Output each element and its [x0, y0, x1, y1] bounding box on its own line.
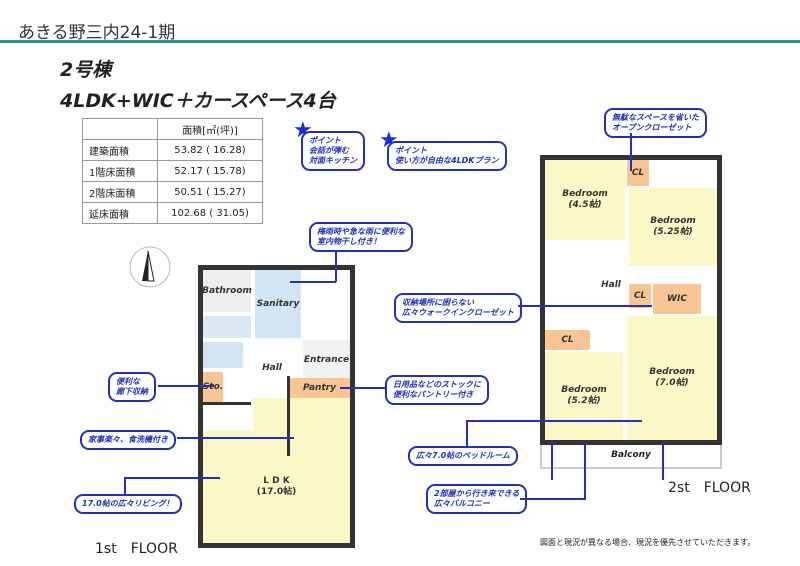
room-bedroom-7-0: Bedroom (7.0帖)	[627, 316, 717, 440]
floor1-plan: Bathroom Sanitary Entrance Hall Sto. Pan…	[198, 265, 355, 548]
callout-bedroom: 広々7.0帖のベッドルーム	[408, 446, 518, 466]
floor2-plan: Bedroom (4.5帖) CL Bedroom (5.25帖) Hall C…	[540, 155, 722, 445]
leader-line	[466, 420, 642, 422]
leader-line	[520, 498, 584, 500]
wall	[287, 376, 290, 456]
leader-line	[158, 385, 214, 387]
room-bedroom-5-2: Bedroom (5.2帖)	[545, 352, 623, 440]
row-value: 50.51 ( 15.27)	[157, 181, 263, 203]
leader-line	[584, 443, 586, 500]
row-label: 1階床面積	[82, 160, 158, 182]
leader-line	[551, 442, 553, 480]
callout-point-plan: ポイント 使い方が自由な4LDKプラン	[387, 141, 507, 171]
leader-line	[335, 250, 337, 282]
leader-line	[290, 281, 336, 283]
callout-point-kitchen: ポイント 会話が弾む 対面キッチン	[301, 131, 365, 171]
floor1-label: 1st FLOOR	[95, 541, 178, 557]
room-closet: CL	[627, 160, 649, 186]
room-toilet	[203, 342, 243, 368]
row-value: 52.17 ( 15.78)	[157, 160, 263, 182]
callout-drying: 梅雨時や急な雨に便利な 室内物干し付き！	[309, 222, 413, 252]
room-wic: WIC	[653, 284, 701, 314]
building-name: 2号棟	[60, 59, 112, 81]
row-value: 102.68 ( 31.05)	[157, 202, 263, 224]
north-compass-icon	[129, 246, 171, 288]
room-closet-2: CL	[629, 284, 651, 308]
leader-line	[340, 387, 386, 389]
room-bedroom-5-25: Bedroom (5.25帖)	[629, 188, 717, 266]
callout-balcony: 2部屋から行き来できる 広々バルコニー	[426, 484, 528, 514]
room-hall-2f: Hall	[599, 270, 623, 300]
floor2-label: 2st FLOOR	[668, 480, 751, 496]
room-bedroom-4-5: Bedroom (4.5帖)	[545, 160, 625, 240]
room-ldk: L D K (17.0帖)	[203, 430, 350, 543]
page-title: あきる野三内24-1期	[18, 23, 176, 43]
leader-line	[518, 305, 652, 307]
plan-summary: 4LDK+WIC＋カースペース4台	[60, 90, 336, 112]
room-kitchen	[253, 398, 350, 434]
callout-living: 17.0帖の広々リビング！	[74, 494, 182, 514]
callout-hall-storage: 便利な 廊下収納	[108, 372, 156, 402]
balcony: Balcony	[540, 445, 722, 469]
row-label: 延床面積	[82, 202, 158, 224]
disclaimer-note: 図面と現況が異なる場合、現況を優先させていただきます。	[540, 538, 756, 547]
room-bathroom: Bathroom	[202, 270, 252, 312]
room-closet-3: CL	[545, 330, 590, 350]
leader-line	[177, 437, 294, 439]
leader-line	[124, 477, 220, 479]
title-rule	[0, 40, 800, 43]
area-header: 面積[㎡(坪)]	[157, 118, 263, 140]
leader-line	[630, 133, 632, 171]
leader-line	[124, 477, 126, 495]
leader-line	[662, 442, 664, 480]
row-value: 53.82 ( 16.28)	[157, 139, 263, 161]
row-label: 建築面積	[82, 139, 158, 161]
callout-open-closet: 無駄なスペースを省いた オープンクローゼット	[604, 108, 708, 138]
callout-wic: 収納場所に困らない 広々ウォークインクローゼット	[394, 293, 522, 323]
room-laundry	[203, 316, 251, 338]
room-entrance: Entrance	[303, 340, 350, 380]
row-label: 2階床面積	[82, 181, 158, 203]
room-storage: Sto.	[203, 372, 223, 402]
wall	[203, 402, 251, 405]
leader-line	[466, 420, 468, 447]
room-pantry: Pantry	[289, 378, 350, 398]
callout-dishwasher: 家事楽々、食洗機付き	[80, 430, 176, 450]
callout-pantry: 日用品などのストックに 便利なパントリー付き	[385, 375, 489, 405]
